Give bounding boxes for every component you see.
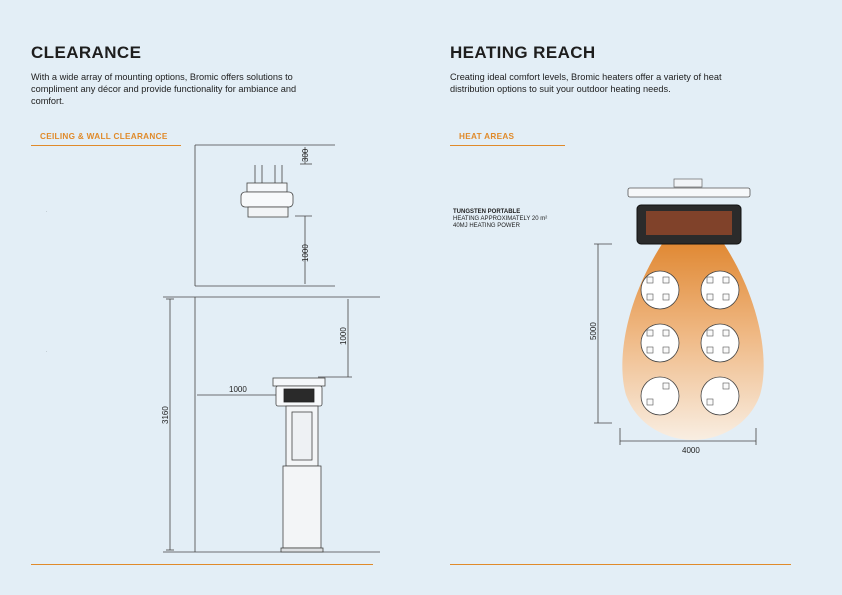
clearance-title: CLEARANCE: [31, 43, 142, 62]
top-clearance-label: 300: [301, 148, 310, 162]
portable-clearance-diagram: [163, 296, 380, 553]
heating-reach-title: HEATING REACH: [450, 43, 596, 62]
heat-depth-label: 5000: [589, 322, 598, 340]
right-footer-rule: [450, 564, 791, 565]
heat-width-label: 4000: [682, 446, 700, 455]
ceiling-drop-label: 1000: [301, 244, 310, 262]
heat-dimension-lines: [594, 243, 757, 445]
ceiling-wall-clearance-heading: CEILING & WALL CLEARANCE: [40, 132, 168, 141]
marker-dot-2: .: [46, 348, 47, 353]
total-height-label: 3160: [161, 406, 170, 424]
heat-areas-heading: HEAT AREAS: [459, 132, 515, 141]
portable-heater-topview: [627, 178, 751, 245]
side-clearance-label: 1000: [339, 327, 348, 345]
marker-dot-1: .: [46, 208, 47, 213]
clearance-heading-rule: [31, 145, 181, 146]
clearance-intro: With a wide array of mounting options, B…: [31, 72, 297, 106]
product-caption: TUNGSTEN PORTABLE HEATING APPROXIMATELY …: [453, 209, 547, 230]
wall-to-heater-label: 1000: [229, 385, 247, 394]
product-name: TUNGSTEN PORTABLE: [453, 209, 521, 215]
chair-group: [646, 276, 730, 406]
heating-reach-intro: Creating ideal comfort levels, Bromic he…: [450, 72, 722, 94]
product-heating-area: HEATING APPROXIMATELY 20 m²: [453, 216, 548, 222]
left-footer-rule: [31, 564, 373, 565]
heat-areas-heading-rule: [450, 145, 565, 146]
ceiling-mount-diagram: [194, 144, 335, 287]
product-heating-power: 40MJ HEATING POWER: [453, 223, 520, 229]
